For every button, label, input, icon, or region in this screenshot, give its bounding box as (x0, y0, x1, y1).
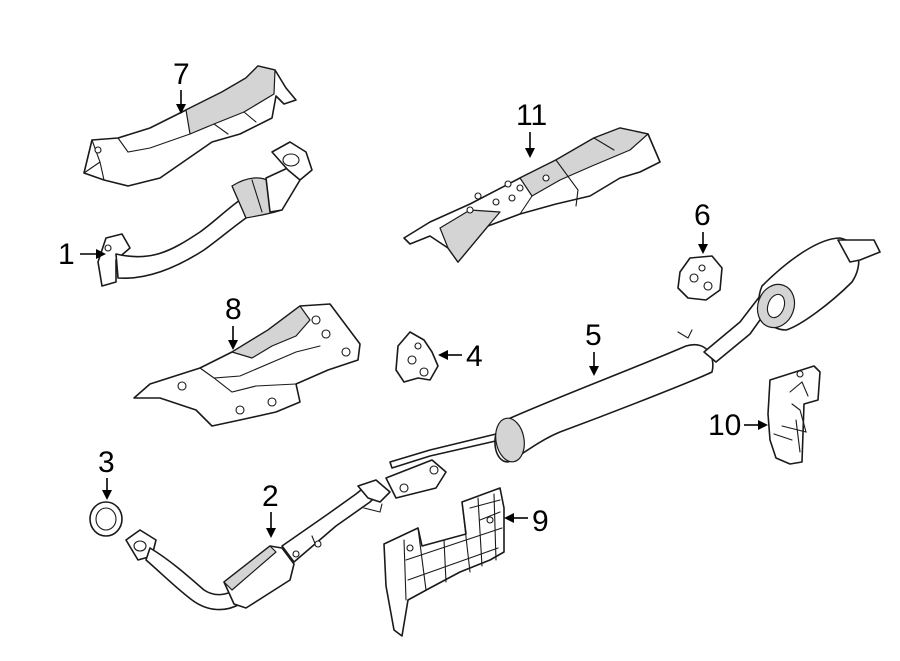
callout-8-label: 8 (225, 293, 242, 326)
part-8-floor-shield (133, 303, 361, 427)
part-9-rear-shield (383, 487, 505, 637)
part-6-hanger (677, 255, 723, 301)
part-7-heat-shield (83, 65, 297, 187)
callout-9-label: 9 (532, 505, 549, 538)
callout-9: 9 (504, 505, 549, 538)
callout-10: 10 (708, 409, 768, 442)
callout-5: 5 (585, 319, 602, 376)
part-1-front-pipe (97, 141, 313, 287)
callout-10-label: 10 (708, 409, 741, 442)
callout-2-label: 2 (262, 480, 279, 513)
callout-3-label: 3 (98, 446, 115, 479)
part-4-hanger (395, 331, 439, 383)
callout-4-label: 4 (466, 340, 483, 373)
part-3-gasket (89, 501, 123, 537)
callout-8: 8 (225, 293, 242, 350)
callout-6-label: 6 (694, 199, 711, 232)
callout-4: 4 (438, 340, 483, 373)
callout-11-label: 11 (516, 99, 547, 132)
callout-1-label: 1 (58, 238, 75, 271)
part-10-bracket (767, 365, 821, 465)
callout-11: 11 (516, 99, 547, 158)
callout-7-label: 7 (173, 58, 190, 91)
part-5-muffler-assembly (385, 237, 881, 499)
callout-1: 1 (58, 238, 106, 271)
callout-5-label: 5 (585, 319, 602, 352)
part-11-tunnel-shield (403, 127, 661, 263)
part-2-catalytic-converter (125, 479, 391, 611)
callout-7: 7 (173, 58, 190, 114)
callout-6: 6 (694, 199, 711, 254)
callout-2: 2 (262, 480, 279, 538)
callout-3: 3 (98, 446, 115, 500)
